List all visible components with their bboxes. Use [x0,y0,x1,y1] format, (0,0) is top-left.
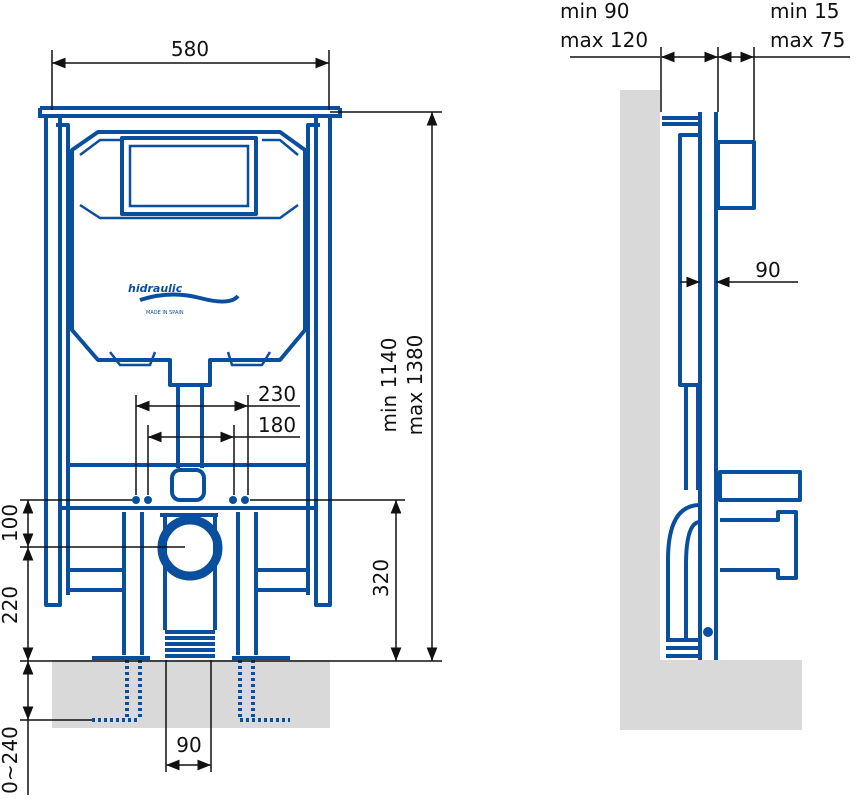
anchor-bolts [92,660,290,722]
drain-bellows [165,630,215,658]
legs [68,512,308,655]
wall-gap-min-label: min 90 [560,0,630,23]
fixing-inner-label: 180 [258,413,296,437]
height-min-label: min 1140 [377,338,401,433]
flange-max-label: max 75 [770,28,845,52]
side-bellows [666,638,700,658]
height-max-label: max 1380 [403,335,427,436]
flush-plate-opening [120,136,258,216]
side-flush-pipe [684,385,700,490]
logo-wave [139,292,240,304]
outlet-to-floor-label: 220 [0,586,22,624]
dimension-lines [20,50,442,795]
outlet-height-label: 320 [369,559,393,597]
drain-diameter-label: 90 [176,733,201,757]
crossbar [60,463,316,510]
wall-section [620,90,802,730]
cistern-detail [79,138,299,220]
top-rail [38,106,342,118]
flange-min-label: min 15 [770,0,840,23]
side-outlet [720,510,798,580]
side-dimension-lines [570,47,850,288]
fixing-holes [132,496,249,504]
drain-bend [666,503,701,640]
fixing-outer-label: 230 [258,382,296,406]
side-bolt [703,627,713,637]
fixing-to-outlet-label: 100 [0,504,22,542]
cistern [70,130,307,387]
width-label: 580 [171,37,209,61]
outlet-ring [157,515,223,581]
frame-uprights [44,118,332,607]
floor-depth-label: 0~240 [0,726,22,794]
side-fixing-pipe [718,470,802,502]
side-view: min 90 max 120 min 15 max 75 90 [560,0,850,730]
front-view: hidraulic MADE IN SPAIN [0,37,442,795]
cistern-feet [109,351,272,367]
flush-plate-inner [128,144,250,208]
brand-logo: hidraulic [128,282,183,295]
flush-pipe [176,385,204,468]
flush-flange [716,140,756,210]
wall-gap-max-label: max 120 [560,28,648,52]
floor-section [52,660,330,728]
outlet-bracket [170,468,206,502]
side-cistern [678,133,702,387]
frame-depth-label: 90 [755,258,780,282]
logo-subtext: MADE IN SPAIN [146,310,184,316]
